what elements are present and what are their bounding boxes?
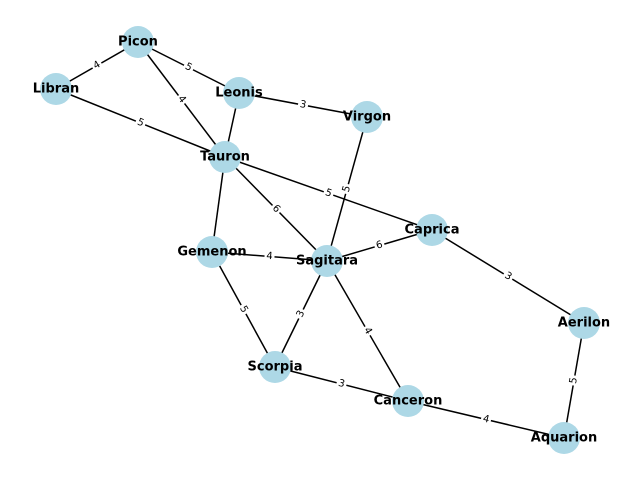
node-label-aerilon: Aerilon — [558, 316, 610, 331]
node-virgon — [351, 101, 383, 133]
edge-weight-text: 4 — [91, 59, 102, 72]
node-picon — [122, 26, 154, 58]
node-gemenon — [196, 236, 228, 268]
edge-weight-label: 4 — [479, 412, 493, 427]
edge-weight-label: 5 — [567, 374, 581, 387]
edge-weight-text: 3 — [502, 270, 513, 283]
node-sagitara — [311, 245, 343, 277]
edge-weight-label-bg — [133, 115, 148, 131]
edge-weight-label: 4 — [359, 323, 376, 339]
node-scorpia — [259, 351, 291, 383]
node-label-picon: Picon — [118, 35, 158, 50]
edge-weight-label: 3 — [500, 268, 516, 285]
edge-weight-label-bg — [173, 91, 190, 108]
edge-weight-label: 5 — [321, 186, 336, 201]
node-label-sagitara: Sagitara — [296, 254, 358, 269]
node-aerilon — [568, 307, 600, 339]
edge-weight-label: 5 — [235, 302, 252, 317]
edge-weight-label: 3 — [296, 98, 310, 112]
node-label-scorpia: Scorpia — [248, 360, 303, 375]
edge-weight-text: 3 — [337, 378, 346, 390]
edge-weight-label: 3 — [335, 376, 348, 392]
node-leonis — [223, 77, 255, 109]
edge-weight-label: 6 — [373, 238, 386, 253]
edge-weight-label: 5 — [339, 182, 355, 196]
node-label-aquarion: Aquarion — [531, 431, 597, 446]
edge-weight-text: 6 — [375, 239, 384, 251]
edge-weight-label: 4 — [173, 91, 190, 108]
edge-weight-text: 4 — [482, 413, 491, 425]
edge-weight-label: 4 — [89, 57, 105, 74]
edge-weight-label-bg — [89, 57, 105, 74]
edge-weight-label-bg — [264, 250, 275, 263]
edge-weight-text: 4 — [175, 94, 188, 106]
edge-weight-text: 4 — [361, 325, 374, 336]
edge-weight-text: 5 — [341, 184, 353, 193]
edge-weight-label: 5 — [133, 115, 148, 131]
node-label-caprica: Caprica — [405, 223, 460, 238]
edge-weight-label-bg — [373, 238, 386, 253]
edge-weight-label-bg — [235, 302, 252, 317]
edge-weight-label-bg — [293, 306, 309, 322]
node-label-tauron: Tauron — [200, 150, 250, 165]
edge-weight-text: 4 — [266, 251, 273, 262]
node-canceron — [392, 385, 424, 417]
edge-weight-text: 3 — [299, 99, 307, 111]
edge-weight-text: 5 — [135, 117, 145, 130]
edge-weight-label: 3 — [293, 306, 309, 322]
edge-weight-label-bg — [479, 412, 493, 427]
node-label-gemenon: Gemenon — [177, 245, 246, 260]
edge-weight-label-bg — [321, 186, 336, 201]
edge-weight-label-bg — [268, 201, 284, 217]
edge-weight-text: 5 — [568, 376, 580, 384]
node-caprica — [416, 214, 448, 246]
edge-weight-text: 5 — [324, 187, 334, 199]
node-libran — [40, 73, 72, 105]
edge-weight-label-bg — [567, 374, 581, 387]
node-label-leonis: Leonis — [215, 86, 263, 101]
node-label-virgon: Virgon — [343, 110, 391, 125]
node-tauron — [209, 141, 241, 173]
node-label-libran: Libran — [33, 82, 79, 97]
edge-weight-label: 4 — [264, 250, 275, 263]
edge-weight-label-bg — [181, 59, 196, 76]
edge-weight-label-bg — [500, 268, 516, 285]
edge-weight-text: 5 — [183, 61, 194, 74]
edge-weight-label-bg — [335, 376, 348, 392]
edge-weight-label-bg — [296, 98, 310, 112]
edge-weight-text: 5 — [237, 304, 250, 315]
edge-weight-label-bg — [359, 323, 376, 339]
node-aquarion — [548, 422, 580, 454]
edge-weight-text: 3 — [295, 309, 308, 320]
edge-weight-label: 6 — [268, 201, 284, 217]
edge-weight-label-bg — [339, 182, 355, 196]
edge-weight-label: 5 — [181, 59, 196, 76]
node-label-canceron: Canceron — [374, 394, 443, 409]
